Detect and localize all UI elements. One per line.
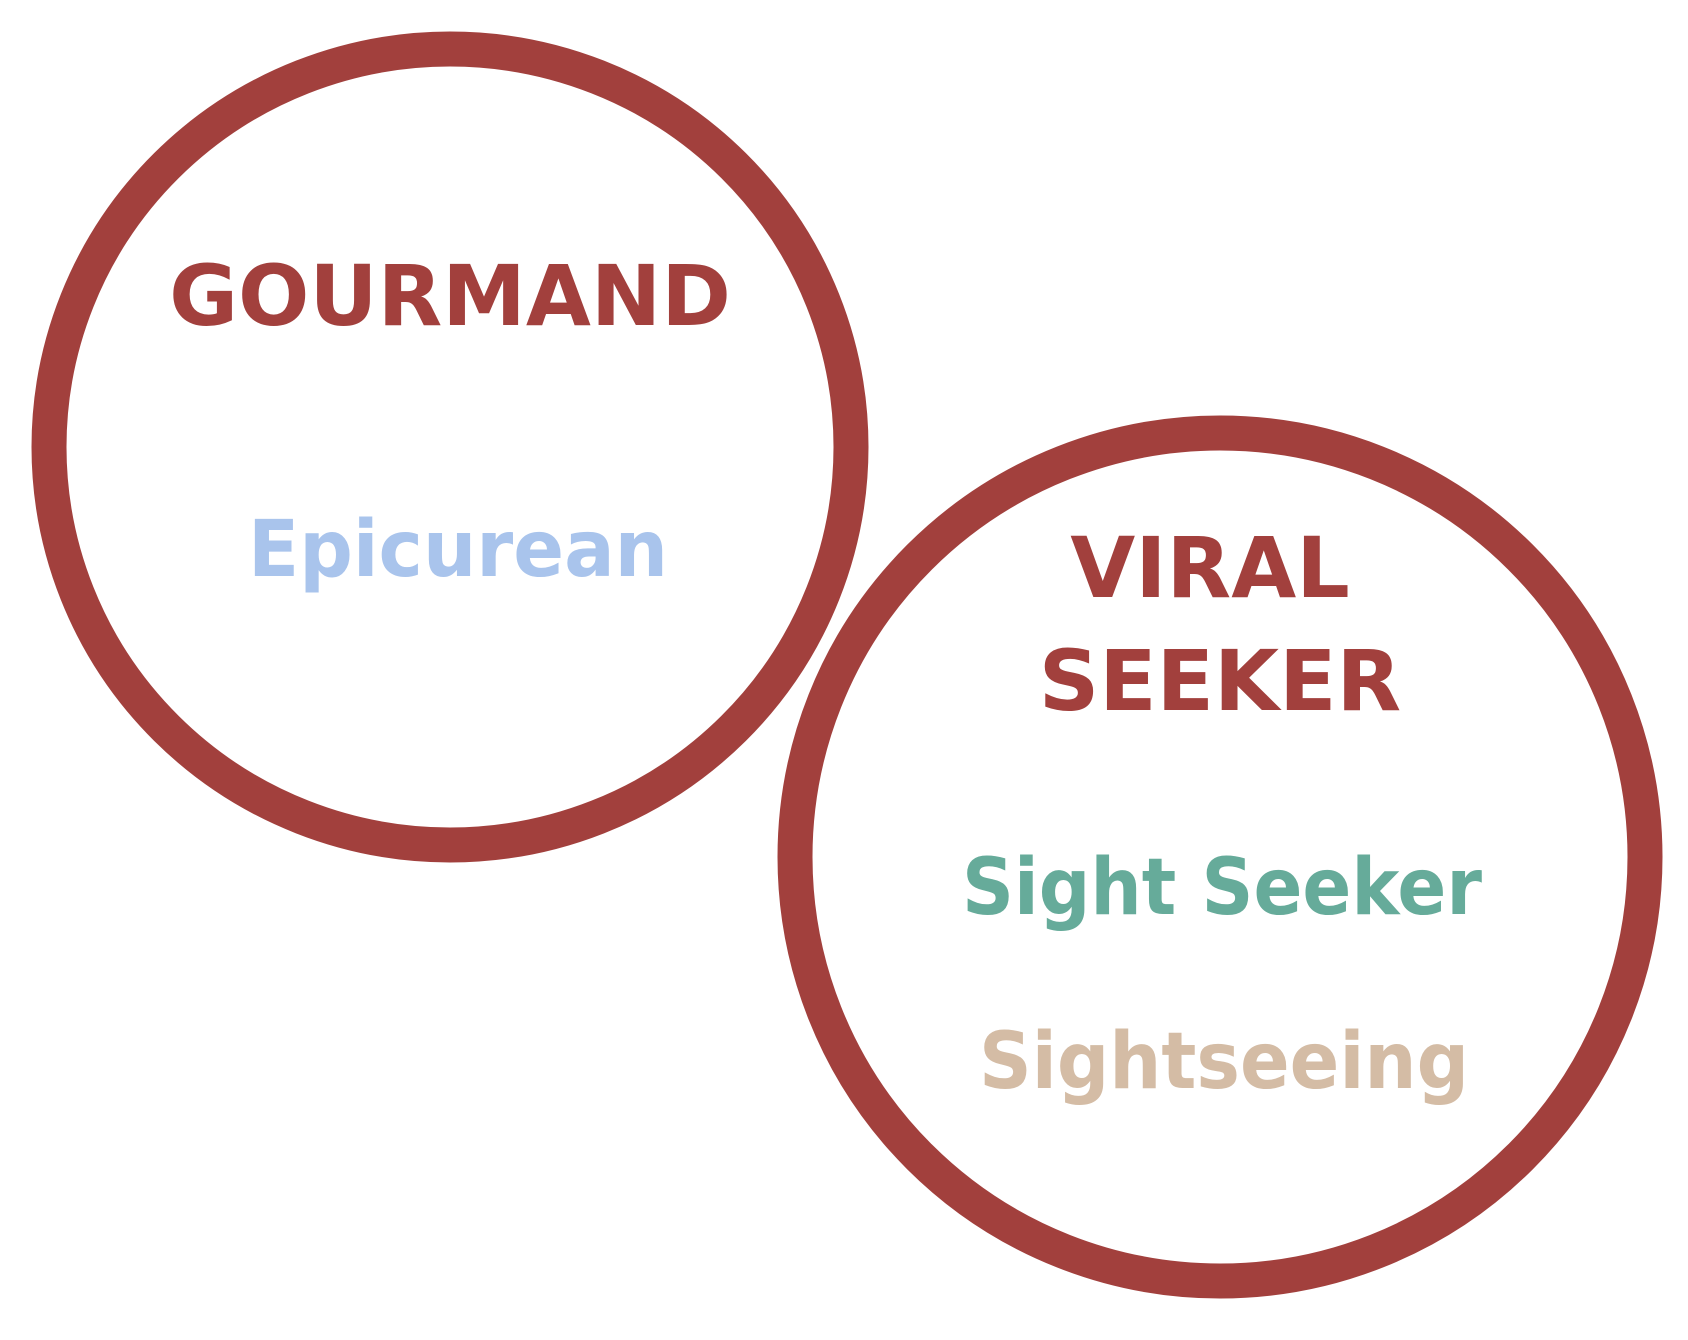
gourmand-ring — [31, 31, 869, 863]
viral-seeker-title-line-2: SEEKER — [1039, 632, 1401, 730]
viral-seeker-circle-group: VIRAL SEEKER Sight Seeker Sightseeing — [777, 415, 1663, 1299]
viral-seeker-title-line-1: VIRAL — [1070, 519, 1349, 617]
viral-seeker-ring — [777, 415, 1663, 1299]
epicurean-label: Epicurean — [248, 505, 668, 595]
gourmand-circle-group: GOURMAND Epicurean — [31, 31, 869, 863]
sight-seeker-label: Sight Seeker — [962, 843, 1482, 933]
sightseeing-label: Sightseeing — [979, 1017, 1469, 1107]
gourmand-title: GOURMAND — [169, 247, 731, 345]
